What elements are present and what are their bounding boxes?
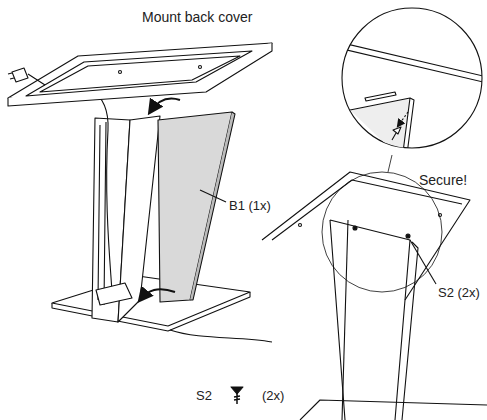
instruction-note: Secure! [419,173,467,188]
mount-arrow [140,289,175,300]
quantity-label: (2x) [262,389,284,403]
screw-icon [231,387,243,394]
base-plate [52,276,250,326]
screw-icon [234,394,240,404]
detail-screw [392,127,401,140]
detail-edge [330,46,487,86]
detail-panel-edge [406,98,414,162]
cable [45,82,112,292]
back-cover [158,112,232,302]
part-callout: S2 (2x) [438,286,480,300]
column-right-edge [402,242,418,420]
floor-wire [170,330,272,342]
zoom-ring [322,172,442,292]
tray-inner [26,51,252,96]
tray-edge [8,43,272,106]
part-callout: B1 (1x) [229,199,271,213]
mount-arrow [150,99,180,113]
column-right [330,220,410,420]
bottom-bracket [96,283,132,305]
plug-pins [8,73,45,85]
column-cover-edge [342,220,348,420]
base-edge [52,292,250,331]
detail-edge [330,40,487,80]
tray-underside-inner [272,180,462,240]
step-title: Mount back cover [142,10,253,25]
part-name: S2 [196,389,212,403]
base-corner [300,400,487,420]
column-inner [98,122,106,305]
back-cover-edge [190,112,235,300]
detail-panel [350,98,410,160]
plug [12,68,28,82]
screw-arrow [398,112,408,126]
leader-line [410,240,436,284]
tray-underside [262,172,470,300]
detail-circle [342,8,482,148]
tray-recess [40,56,240,92]
detail-slot [365,92,396,101]
zoom-link [388,155,392,172]
leader-line [200,190,226,202]
